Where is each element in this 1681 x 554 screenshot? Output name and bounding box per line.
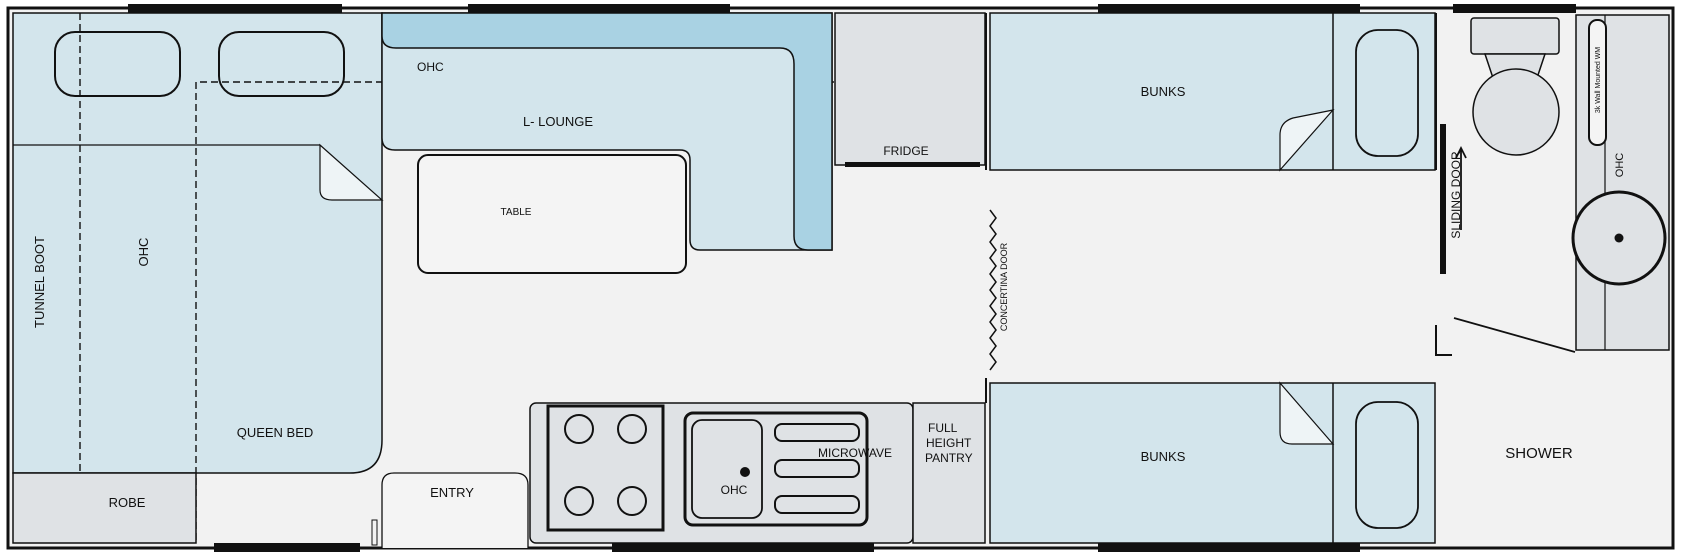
- washing-machine: [1588, 19, 1607, 146]
- burner: [617, 486, 647, 516]
- basin-drain: [1614, 233, 1624, 243]
- label-bunks-bottom: BUNKS: [1141, 449, 1186, 464]
- label-pantry: PANTRY: [925, 451, 973, 465]
- label-shower: SHOWER: [1505, 445, 1573, 462]
- bunk-pillow: [1355, 29, 1419, 157]
- l-lounge: [381, 12, 833, 251]
- label-queen-bed: QUEEN BED: [237, 425, 314, 440]
- bunk-pillow: [1355, 401, 1419, 529]
- window: [1098, 543, 1360, 552]
- window: [468, 4, 730, 13]
- bed-corner-fold: [319, 143, 384, 201]
- pantry: [912, 402, 986, 544]
- burner: [564, 414, 594, 444]
- label-pantry: HEIGHT: [926, 436, 972, 450]
- pillow: [218, 31, 345, 97]
- drainer-slot: [774, 495, 860, 514]
- label-ohc-kitchen: OHC: [721, 483, 748, 497]
- l-lounge-backrest: [381, 12, 833, 251]
- label-l-lounge: L- LOUNGE: [523, 114, 593, 129]
- label-ohc-bathroom: OHC: [1614, 153, 1626, 178]
- window: [128, 4, 342, 13]
- window: [1453, 4, 1576, 13]
- sink-drain: [740, 467, 750, 477]
- queen-bed: [12, 12, 383, 474]
- sliding-door: [1440, 124, 1446, 274]
- toilet-cistern: [1470, 17, 1560, 55]
- robe: [12, 472, 197, 544]
- label-ohc-lounge: OHC: [417, 60, 444, 74]
- window: [1098, 4, 1360, 13]
- label-concertina-door: CONCERTINA DOOR: [999, 242, 1009, 331]
- label-table: TABLE: [501, 207, 532, 218]
- drainer-slot: [774, 459, 860, 478]
- bunk-corner-fold: [1279, 381, 1335, 445]
- window: [612, 543, 874, 552]
- concertina-door: [989, 209, 997, 371]
- window: [214, 543, 360, 552]
- label-bunks-top: BUNKS: [1141, 84, 1186, 99]
- label-ohc-bed: OHC: [136, 238, 151, 267]
- windows: [128, 4, 1576, 552]
- label-pantry: FULL: [928, 421, 958, 435]
- bathroom-wall-lower: [1435, 325, 1452, 356]
- fridge-vent: [845, 162, 980, 167]
- drainer-slot: [774, 423, 860, 442]
- toilet-bowl: [1472, 68, 1560, 156]
- sliding-door-arrow: [1455, 145, 1467, 230]
- entry-step-mark: [371, 519, 378, 546]
- burner: [564, 486, 594, 516]
- label-robe: ROBE: [109, 495, 146, 510]
- burner: [617, 414, 647, 444]
- cooktop: [546, 404, 665, 532]
- label-washing-machine: 3k Wall Mounted WM: [1595, 47, 1602, 113]
- label-microwave: MICROWAVE: [818, 446, 892, 460]
- sink-bowl: [691, 419, 763, 519]
- label-sliding-door: SLIDING DOOR: [1449, 151, 1463, 239]
- bunk-corner-fold: [1279, 109, 1335, 172]
- fridge: [834, 12, 986, 166]
- pillow: [54, 31, 181, 97]
- label-tunnel-boot: TUNNEL BOOT: [32, 236, 47, 328]
- table: [417, 154, 687, 274]
- shower-door: [1453, 317, 1576, 353]
- label-entry: ENTRY: [430, 485, 474, 500]
- entry-door: [381, 472, 529, 548]
- label-fridge: FRIDGE: [883, 144, 928, 158]
- sink-unit: [683, 411, 869, 527]
